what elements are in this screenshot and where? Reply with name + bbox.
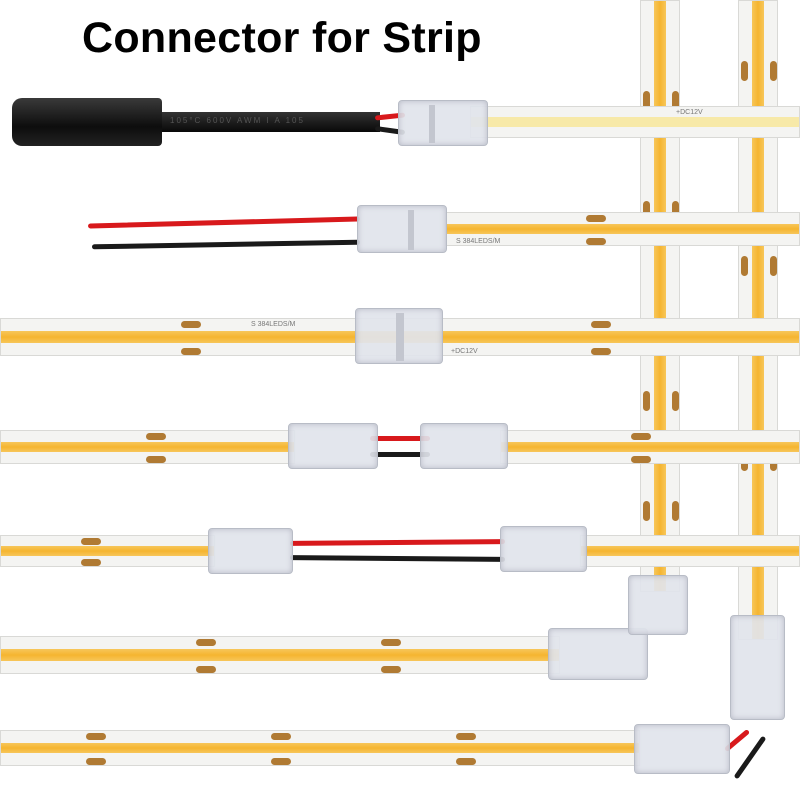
dc-jack bbox=[12, 98, 162, 146]
connector-long-jumper-right bbox=[500, 526, 587, 572]
connector-dc-jack bbox=[398, 100, 488, 146]
connector-long-jumper-left bbox=[208, 528, 293, 574]
led-strip-5a bbox=[0, 535, 215, 567]
connector-straight-joiner bbox=[355, 308, 443, 364]
connector-l-corner-vertical bbox=[628, 575, 688, 635]
vertical-led-strip-1 bbox=[640, 0, 680, 592]
led-strip-5b bbox=[580, 535, 800, 567]
led-strip-4b bbox=[500, 430, 800, 464]
strip-density-label: S 384LEDS/M bbox=[251, 321, 296, 328]
connector-jumper-left bbox=[288, 423, 378, 469]
strip-voltage-label: +DC12V bbox=[676, 109, 703, 116]
led-strip-2: S 384LEDS/M bbox=[445, 212, 800, 246]
led-strip-4a bbox=[0, 430, 295, 464]
connector-wired-corner-bottom bbox=[634, 724, 730, 774]
dc-cable bbox=[160, 112, 380, 132]
connector-wired-corner-top bbox=[730, 615, 785, 720]
cable-print: 105°C 600V AWM I A 105 bbox=[170, 116, 305, 125]
led-strip-1: +DC12V bbox=[470, 106, 800, 138]
led-strip-6 bbox=[0, 636, 560, 674]
strip-density-label: S 384LEDS/M bbox=[456, 238, 501, 245]
connector-l-corner bbox=[548, 628, 648, 680]
connector-jumper-right bbox=[420, 423, 508, 469]
connector-bare-wire bbox=[357, 205, 447, 253]
page-title: Connector for Strip bbox=[82, 14, 482, 62]
strip-voltage-label: +DC12V bbox=[451, 348, 478, 355]
led-strip-7 bbox=[0, 730, 640, 766]
